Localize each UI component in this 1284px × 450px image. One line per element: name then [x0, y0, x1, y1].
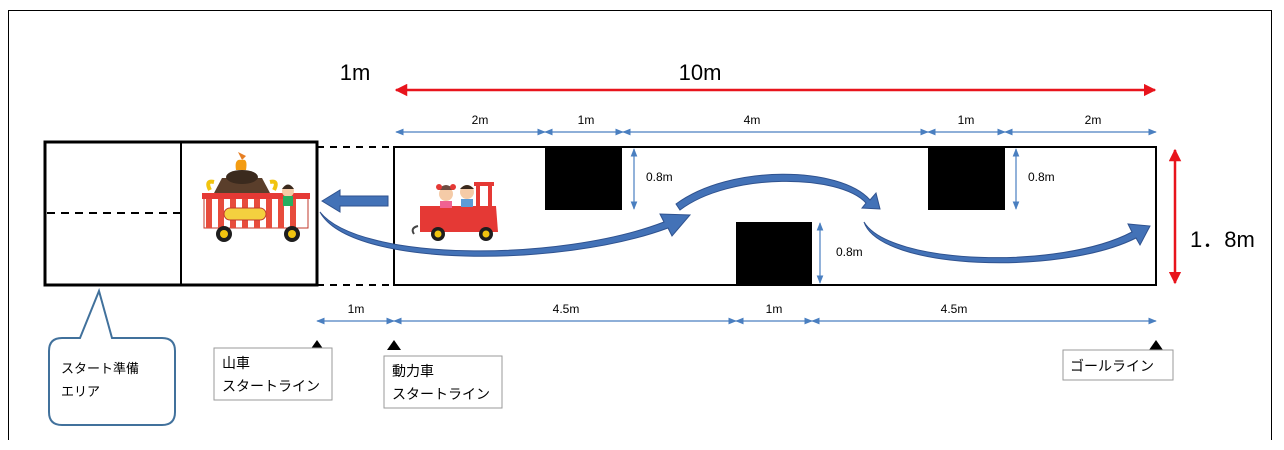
- start-prep-area: [43, 140, 394, 287]
- bottom-dim-label-1m-center: 1m: [766, 302, 783, 316]
- obstacle-height-label-3: 0.8m: [836, 245, 863, 259]
- callout-bubble-shape: [48, 287, 176, 426]
- yama-start-line1: 山車: [222, 355, 250, 371]
- doryoku-start-line-label: 動力車 スタートライン: [383, 355, 503, 409]
- top-dimension-row: 2m 1m 4m 1m 2m: [395, 113, 1157, 136]
- course-length-label: 10m: [679, 60, 722, 85]
- dim-label-4m: 4m: [744, 113, 761, 127]
- goal-line-text: ゴールライン: [1070, 358, 1154, 374]
- doryoku-start-marker: [387, 340, 401, 350]
- dim-label-2m-right: 2m: [1085, 113, 1102, 127]
- float-cart-icon: [202, 152, 310, 242]
- figure-frame: [8, 10, 1272, 440]
- doryoku-start-line1: 動力車: [392, 363, 434, 379]
- path-arrow-segment-2: [675, 173, 881, 211]
- yama-start-line2: スタートライン: [222, 378, 320, 394]
- return-arrow-icon: [321, 189, 389, 213]
- bottom-dim-label-4-5m-left: 4.5m: [553, 302, 580, 316]
- bottom-dim-label-4-5m-right: 4.5m: [941, 302, 968, 316]
- bottom-dimension-row: 1m 4.5m 1m 4.5m: [316, 302, 1157, 325]
- path-arrow-segment-3: [863, 221, 1151, 264]
- path-arrow-segment-1: [319, 211, 692, 257]
- goal-line-label: ゴールライン: [1062, 349, 1174, 381]
- callout-line2: エリア: [61, 384, 100, 399]
- obstacle-height-label-2: 0.8m: [1028, 170, 1055, 184]
- curved-path-arrow-icon: [319, 173, 1151, 264]
- prep-length-label: 1m: [340, 60, 371, 85]
- obstacle-top-left: [545, 147, 622, 210]
- yama-start-line-label: 山車 スタートライン: [213, 347, 333, 401]
- goal-marker: [1149, 340, 1163, 350]
- power-car-icon: [411, 182, 498, 241]
- callout-line1: スタート準備: [61, 361, 139, 376]
- dim-label-1m-right: 1m: [958, 113, 975, 127]
- obstacle-height-label-1: 0.8m: [646, 170, 673, 184]
- bottom-dim-label-1m-prep: 1m: [348, 302, 365, 316]
- course-width-label: 1．8m: [1190, 227, 1255, 252]
- dim-label-2m-left: 2m: [472, 113, 489, 127]
- obstacle-top-right: [928, 147, 1005, 210]
- start-prep-callout: スタート準備 エリア: [48, 287, 176, 426]
- obstacle-bottom-center: [736, 222, 812, 285]
- dim-label-1m-left: 1m: [578, 113, 595, 127]
- doryoku-start-line2: スタートライン: [392, 386, 490, 402]
